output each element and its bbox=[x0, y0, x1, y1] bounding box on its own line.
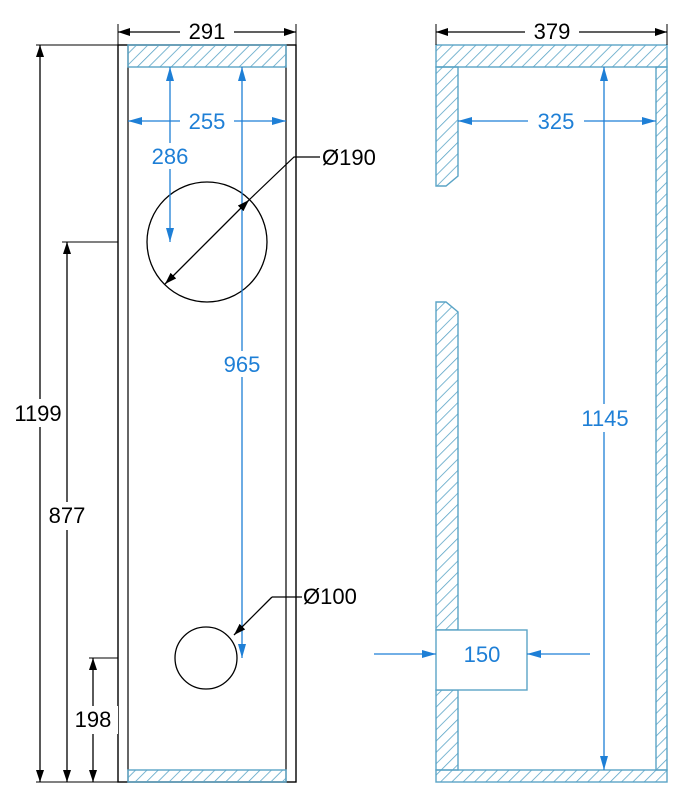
dim-877-label: 877 bbox=[49, 503, 86, 528]
dim-100-label: Ø100 bbox=[303, 584, 357, 609]
dim-325-label: 325 bbox=[538, 109, 575, 134]
dim-286-label: 286 bbox=[152, 144, 189, 169]
dim-190-label: Ø190 bbox=[322, 145, 376, 170]
large-hole-circle bbox=[146, 181, 268, 303]
dim-198-label: 198 bbox=[75, 707, 112, 732]
front-view: 291 255 286 965 Ø190 Ø100 1199 877 bbox=[6, 18, 376, 783]
dim-1199-label: 1199 bbox=[14, 401, 61, 426]
side-port-box bbox=[435, 629, 528, 691]
dim-965-label: 965 bbox=[224, 352, 261, 377]
dim-150-label: 150 bbox=[464, 642, 501, 667]
front-bottom-panel bbox=[127, 769, 287, 783]
dim-190-leader bbox=[164, 199, 250, 285]
side-view: 379 325 1145 150 bbox=[374, 18, 668, 783]
dim-291-label: 291 bbox=[189, 19, 226, 44]
dim-1145-label: 1145 bbox=[581, 406, 628, 431]
dim-100-leader bbox=[233, 596, 273, 636]
side-right-wall bbox=[655, 66, 668, 771]
side-left-wall-upper bbox=[435, 66, 459, 187]
front-top-panel bbox=[127, 44, 287, 68]
dim-255-label: 255 bbox=[189, 109, 226, 134]
side-left-wall-middle bbox=[435, 301, 459, 631]
dim-379-label: 379 bbox=[534, 19, 571, 44]
side-bottom-panel bbox=[435, 769, 668, 783]
small-hole-circle bbox=[174, 626, 238, 690]
side-left-wall-lower bbox=[435, 689, 459, 771]
side-top-panel bbox=[435, 44, 668, 68]
